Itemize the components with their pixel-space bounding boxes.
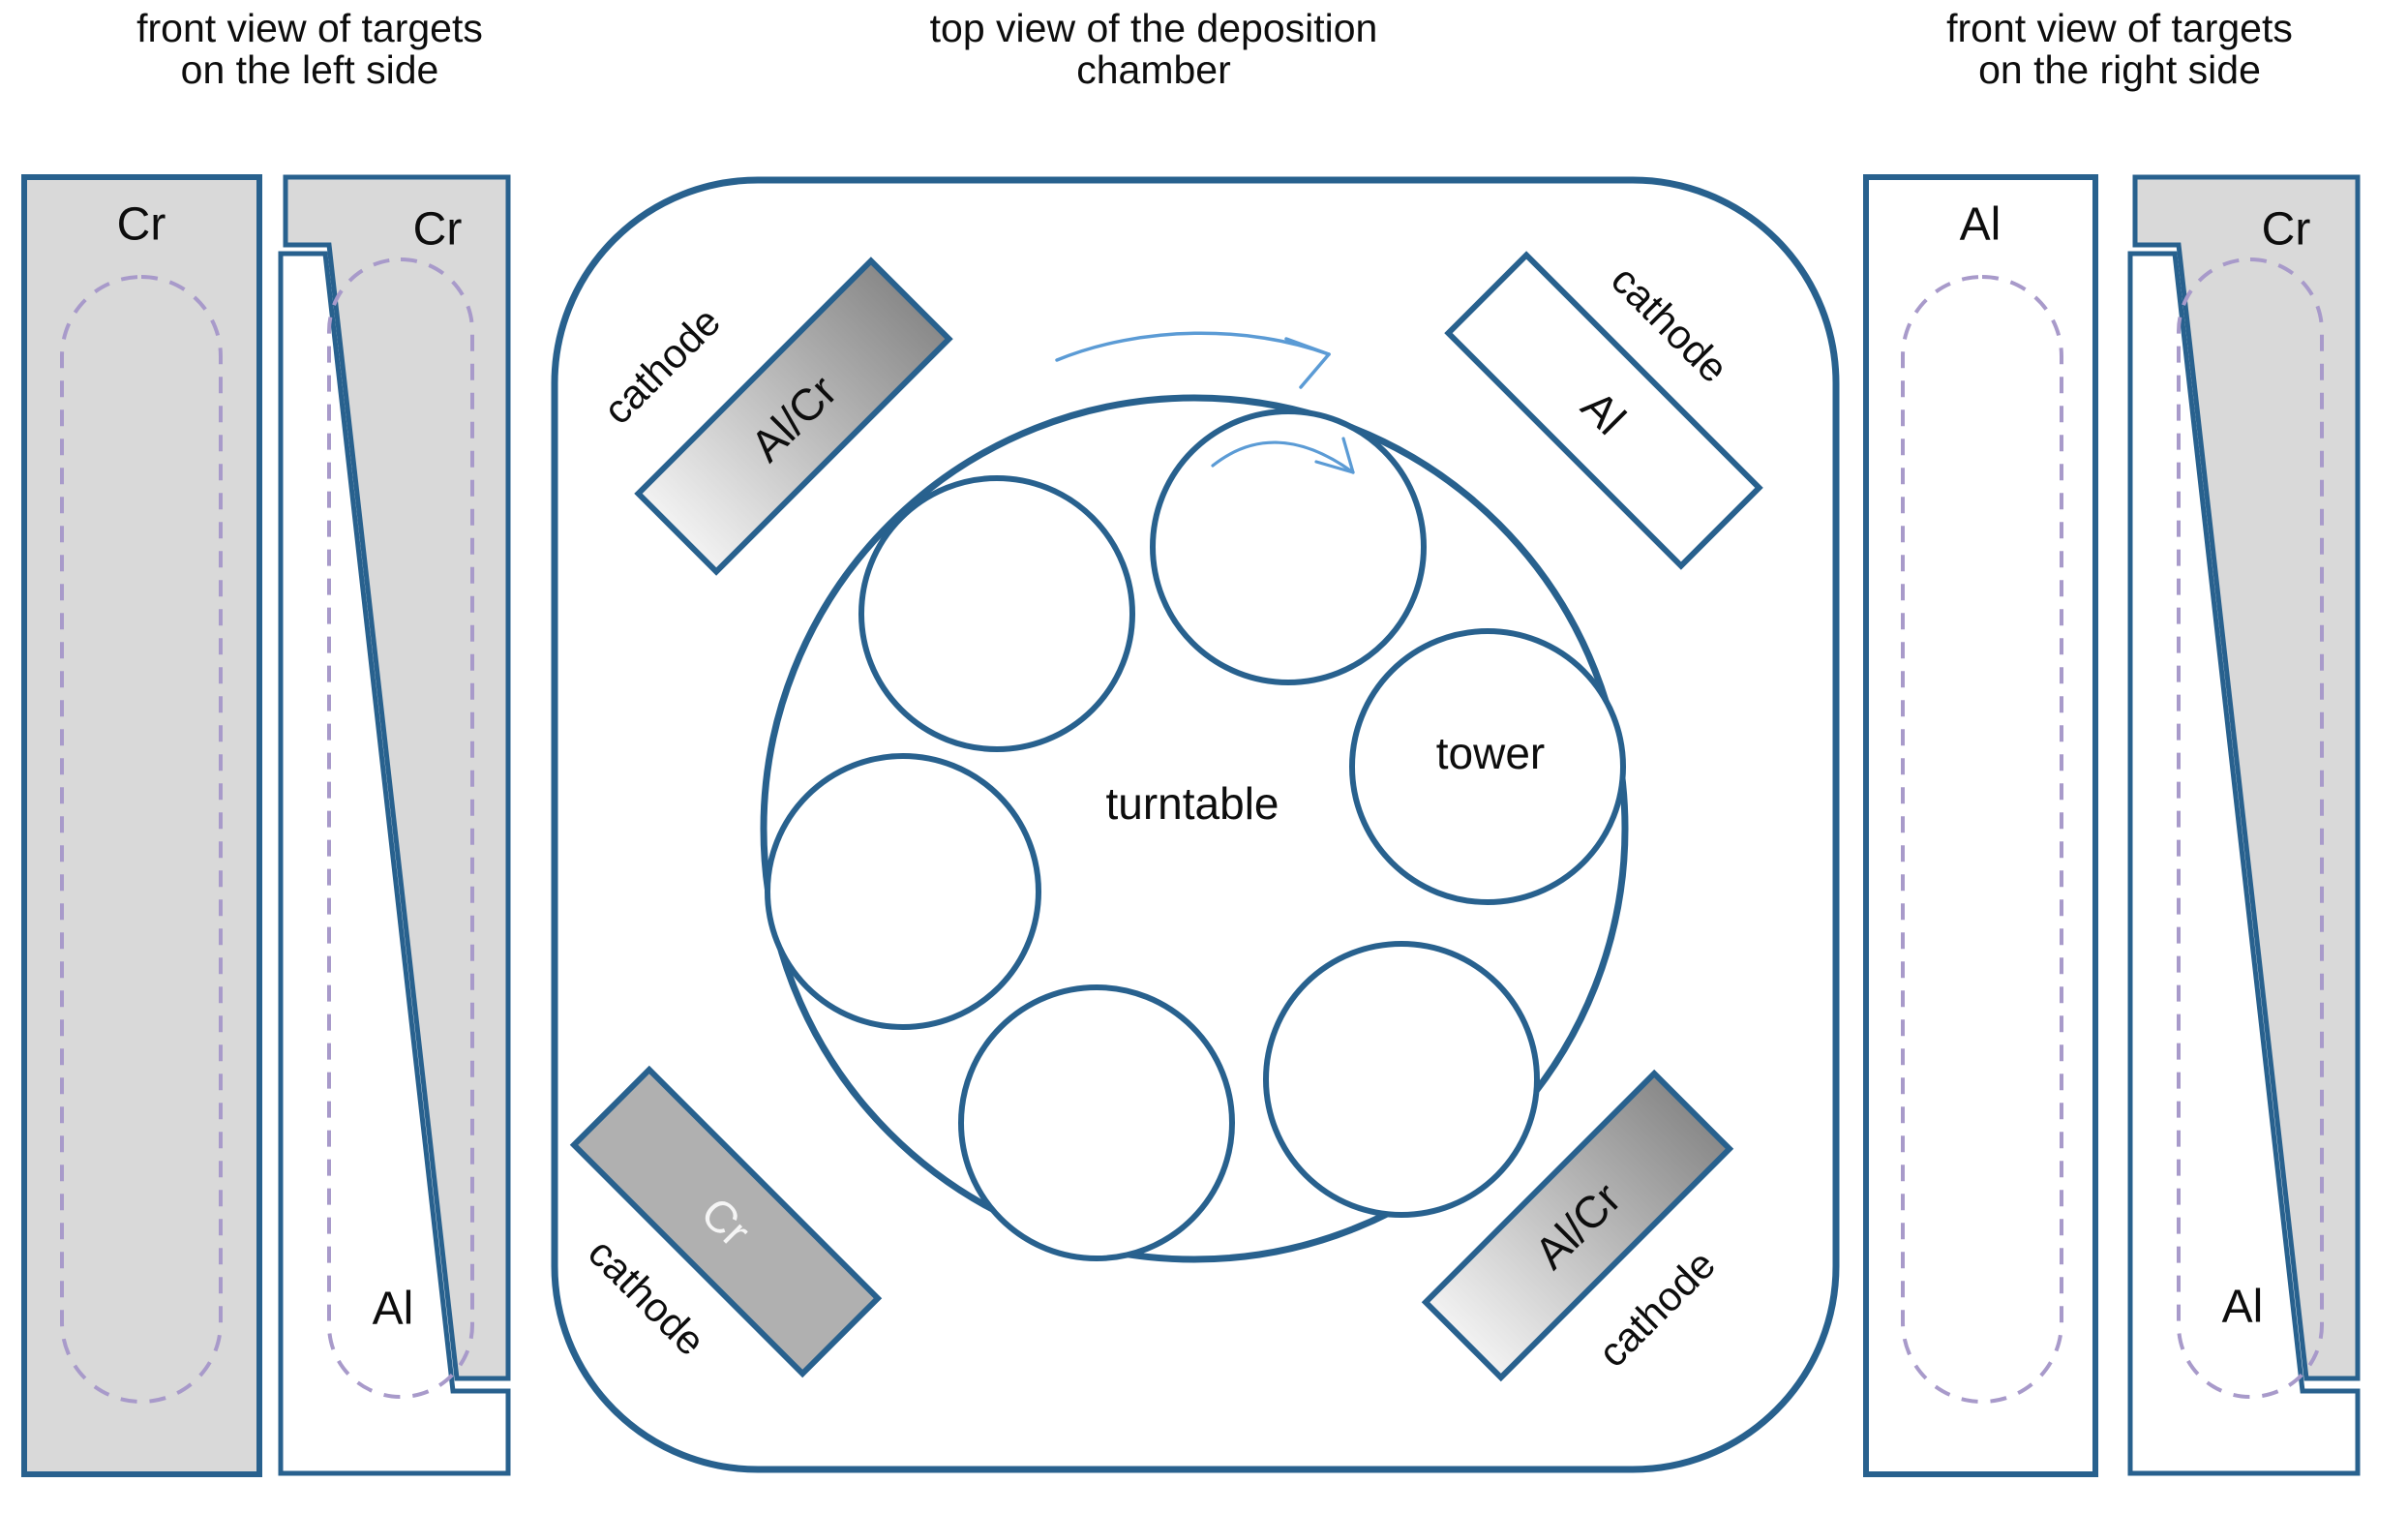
tower-circle-left (765, 753, 1041, 1030)
left-panel-title: front view of targets on the left side (68, 6, 552, 93)
center-panel-title: top view of the deposition chamber (844, 6, 1463, 93)
left-target-al-plate (278, 251, 511, 1476)
cathode-rect-bottom-right (1421, 1069, 1734, 1382)
cathode-rect-top-right (1444, 251, 1763, 570)
left-target-cral-bottom-label: Al (372, 1283, 414, 1335)
turntable-rotation-arrow-icon (1055, 331, 1331, 389)
tower-circle-right (1349, 628, 1626, 905)
left-title-line2: on the left side (180, 47, 439, 93)
right-target-cr-wedge-plate (2132, 174, 2361, 1381)
right-target-cral-bottom-label: Al (2221, 1281, 2264, 1333)
cathode-rect-top-left (634, 257, 953, 576)
left-title-line1: front view of targets (136, 6, 483, 50)
right-target-al-erosion-track (1901, 275, 2063, 1404)
tower-label: tower (1435, 728, 1546, 778)
center-title-line1: top view of the deposition (929, 6, 1378, 50)
left-target-cr-label: Cr (116, 198, 166, 251)
tower-circle-bottom (958, 984, 1235, 1261)
left-target-cr-erosion-track (60, 275, 223, 1404)
tower-circle-bottom-right (1263, 941, 1540, 1218)
right-target-cral-top-label: Cr (2261, 203, 2311, 256)
tower-circle-top-left (858, 475, 1135, 752)
right-target-cral-erosion-track (2177, 257, 2324, 1399)
center-title-line2: chamber (1076, 47, 1231, 93)
turntable-label: turntable (1105, 778, 1279, 829)
tower-rotation-arrow-icon (1211, 437, 1355, 474)
left-target-cr-plate (21, 174, 262, 1477)
right-panel-title: front view of targets on the right side (1868, 6, 2371, 93)
right-target-al-base-plate (2127, 251, 2361, 1476)
right-target-al-label: Al (1959, 198, 2002, 251)
right-title-line2: on the right side (1978, 47, 2261, 93)
tower-circle-top (1150, 409, 1427, 685)
left-target-cral-erosion-track (327, 257, 474, 1399)
left-target-cr-wedge-plate (283, 174, 511, 1381)
left-target-cral-top-label: Cr (412, 203, 463, 256)
right-title-line1: front view of targets (1946, 6, 2293, 50)
cathode-rect-bottom-left (569, 1065, 883, 1378)
